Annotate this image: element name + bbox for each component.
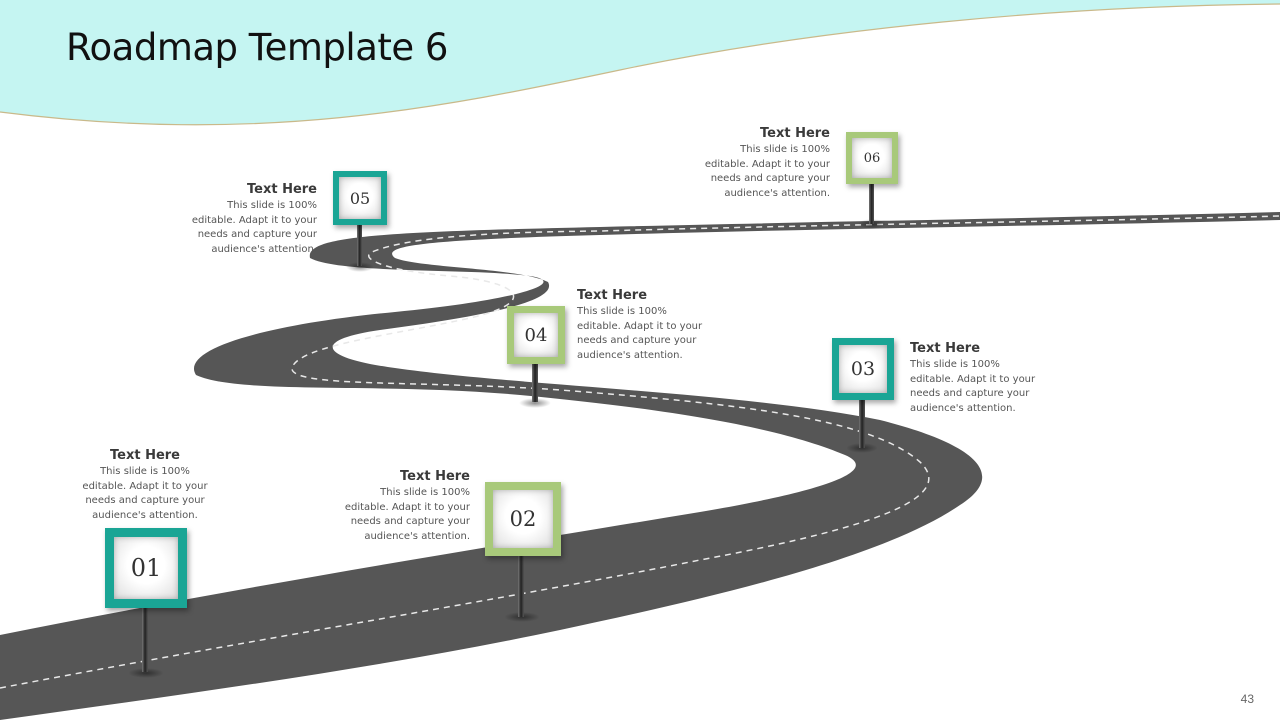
milestone-06-text: Text Here This slide is 100% editable. A… bbox=[680, 126, 830, 201]
milestone-01-description: This slide is 100% editable. Adapt it to… bbox=[82, 466, 208, 521]
pole-shadow bbox=[858, 219, 886, 229]
header-wave bbox=[0, 0, 1280, 125]
milestone-05-description: This slide is 100% editable. Adapt it to… bbox=[191, 200, 317, 255]
slide-title: Roadmap Template 6 bbox=[66, 26, 448, 69]
milestone-03-text: Text Here This slide is 100% editable. A… bbox=[910, 341, 1070, 416]
pole-shadow bbox=[504, 612, 540, 622]
road-center-line bbox=[0, 215, 1280, 689]
header-wave-line bbox=[0, 3, 1280, 126]
pole-shadow bbox=[128, 668, 164, 678]
milestone-06-description: This slide is 100% editable. Adapt it to… bbox=[704, 144, 830, 199]
milestone-01-sign: 01 bbox=[105, 528, 187, 608]
milestone-04-title: Text Here bbox=[577, 288, 648, 303]
milestone-04-text: Text Here This slide is 100% editable. A… bbox=[577, 288, 737, 363]
signpost-pole bbox=[532, 360, 538, 402]
signpost-pole bbox=[869, 182, 874, 224]
milestone-06-title: Text Here bbox=[759, 126, 830, 141]
milestone-02-text: Text Here This slide is 100% editable. A… bbox=[320, 469, 470, 544]
milestone-01-title: Text Here bbox=[109, 448, 180, 463]
milestone-02-sign: 02 bbox=[485, 482, 561, 556]
signpost-pole bbox=[859, 396, 865, 448]
milestone-05-sign: 05 bbox=[333, 171, 387, 225]
milestone-03-sign: 03 bbox=[832, 338, 894, 400]
milestone-02-title: Text Here bbox=[399, 469, 470, 484]
pole-shadow bbox=[519, 398, 551, 408]
milestone-03-description: This slide is 100% editable. Adapt it to… bbox=[910, 359, 1036, 414]
milestone-04-number: 04 bbox=[524, 324, 548, 346]
signpost-pole bbox=[518, 553, 524, 617]
page-number: 43 bbox=[1240, 692, 1254, 706]
milestone-05-text: Text Here This slide is 100% editable. A… bbox=[167, 182, 317, 257]
milestone-06-sign: 06 bbox=[846, 132, 898, 184]
milestone-03-title: Text Here bbox=[910, 341, 981, 356]
milestone-06-number: 06 bbox=[863, 150, 881, 166]
road-surface bbox=[0, 212, 1280, 720]
milestone-03-number: 03 bbox=[850, 358, 876, 380]
milestone-04-description: This slide is 100% editable. Adapt it to… bbox=[577, 306, 703, 361]
milestone-02-description: This slide is 100% editable. Adapt it to… bbox=[344, 487, 470, 542]
milestone-05-title: Text Here bbox=[246, 182, 317, 197]
signpost-pole bbox=[357, 222, 362, 266]
milestone-02-number: 02 bbox=[509, 507, 537, 531]
pole-shadow bbox=[346, 262, 374, 272]
signpost-pole bbox=[142, 604, 148, 672]
milestone-04-sign: 04 bbox=[507, 306, 565, 364]
milestone-01-number: 01 bbox=[130, 554, 162, 582]
milestone-01-text: Text Here This slide is 100% editable. A… bbox=[70, 448, 220, 523]
pole-shadow bbox=[846, 443, 878, 453]
milestone-05-number: 05 bbox=[349, 188, 371, 208]
